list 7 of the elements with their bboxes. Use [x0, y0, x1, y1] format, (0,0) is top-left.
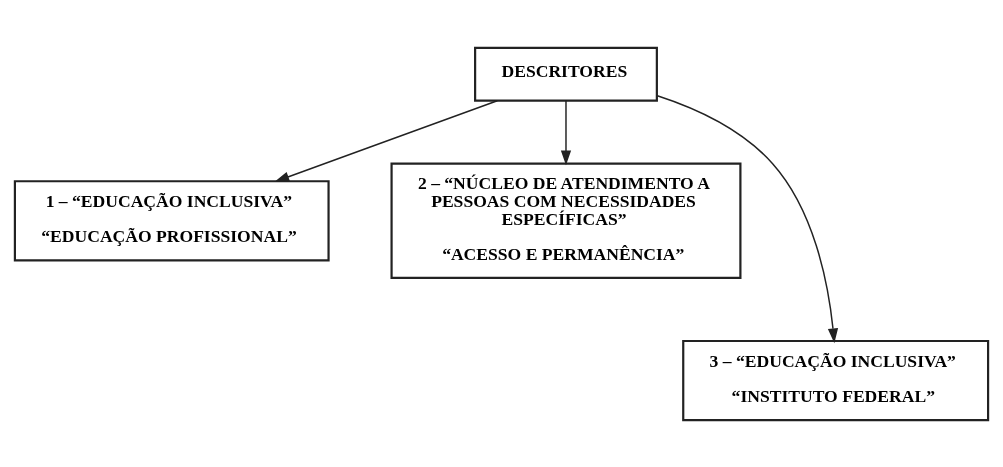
arrow	[656, 94, 839, 343]
arrow	[274, 99, 499, 182]
arrow	[560, 99, 572, 165]
node-box: 3 – “EDUCAÇÃO INCLUSIVA” “INSTITUTO FEDERAL”	[682, 339, 990, 421]
node-box: 2 – “NÚCLEO DE ATENDIMENTO A PESSOAS COM NECESSIDADES ESPECÍFICAS” “ACESSO E PERMANÊNCIA”	[390, 162, 742, 279]
node-box: DESCRITORES	[474, 46, 658, 102]
node-box: 1 – “EDUCAÇÃO INCLUSIVA” “EDUCAÇÃO PROFISSIONAL”	[13, 179, 330, 261]
